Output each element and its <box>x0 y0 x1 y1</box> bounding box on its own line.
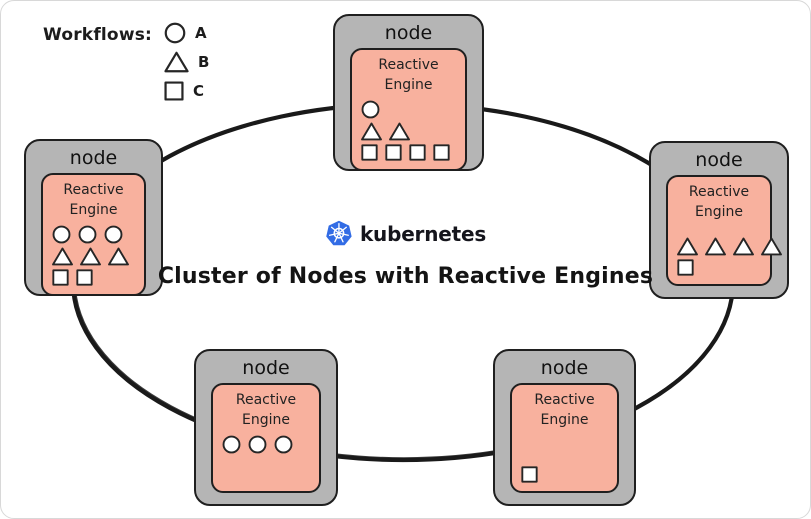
workflow-row <box>361 143 456 161</box>
kubernetes-wordmark: kubernetes <box>359 221 487 246</box>
reactive-engine-label: Reactive Engine <box>378 57 439 94</box>
circle-icon <box>104 225 123 244</box>
legend-item-label: A <box>195 24 207 42</box>
workflow-rows <box>220 431 312 483</box>
square-icon <box>76 268 93 286</box>
node-label: node <box>242 357 290 379</box>
workflow-row <box>222 435 310 454</box>
reactive-engine-label: Reactive Engine <box>235 392 297 429</box>
node-label: node <box>540 357 589 379</box>
square-icon <box>52 268 69 286</box>
triangle-icon <box>677 237 698 256</box>
triangle-icon <box>761 237 782 256</box>
workflow-rows <box>519 431 610 483</box>
circle-icon <box>274 435 293 454</box>
legend-item-b: B <box>164 50 209 74</box>
node-left: node Reactive Engine <box>24 139 163 296</box>
workflow-row <box>677 259 761 276</box>
reactive-engine-label: Reactive Engine <box>534 392 595 429</box>
circle-icon <box>361 100 380 119</box>
workflow-rows <box>359 96 458 161</box>
kubernetes-brand: kubernetes <box>325 220 486 247</box>
reactive-engine: Reactive Engine <box>350 48 467 171</box>
square-icon <box>521 466 538 483</box>
square-icon <box>385 143 402 161</box>
node-label: node <box>384 22 433 44</box>
workflow-row <box>52 268 135 286</box>
circle-icon <box>164 22 186 44</box>
diagram-title: Cluster of Nodes with Reactive Engines <box>157 264 654 289</box>
workflow-rows <box>50 221 137 286</box>
reactive-engine: Reactive Engine <box>211 383 321 493</box>
legend-item-a: A <box>164 21 209 45</box>
node-bottom-left: node Reactive Engine <box>194 349 338 506</box>
workflow-row <box>361 100 456 119</box>
triangle-icon <box>80 247 101 266</box>
reactive-engine-label: Reactive Engine <box>688 184 750 221</box>
reactive-engine: Reactive Engine <box>666 175 782 286</box>
triangle-icon <box>108 247 129 266</box>
triangle-icon <box>389 122 410 141</box>
reactive-engine-label: Reactive Engine <box>63 182 124 219</box>
workflow-row <box>52 247 135 266</box>
triangle-icon <box>705 237 726 256</box>
kubernetes-logo-icon <box>325 220 352 247</box>
square-icon <box>409 143 426 161</box>
legend-item-label: B <box>198 53 210 71</box>
circle-icon <box>78 225 97 244</box>
workflow-row <box>521 466 608 483</box>
square-icon <box>433 143 450 161</box>
workflow-row <box>677 237 782 256</box>
legend-item-c: C <box>164 79 209 103</box>
legend-title: Workflows: <box>43 25 153 45</box>
reactive-engine: Reactive Engine <box>510 383 619 493</box>
triangle-icon <box>164 51 189 73</box>
circle-icon <box>222 435 241 454</box>
node-right: node Reactive Engine <box>649 141 789 299</box>
workflow-row <box>361 122 456 141</box>
workflow-rows <box>675 223 782 276</box>
square-icon <box>677 259 694 276</box>
square-icon <box>361 143 378 161</box>
node-top: node Reactive Engine <box>333 14 484 171</box>
reactive-engine: Reactive Engine <box>41 173 146 296</box>
node-bottom-right: node Reactive Engine <box>493 349 636 506</box>
triangle-icon <box>361 122 382 141</box>
legend-item-label: C <box>193 82 205 100</box>
circle-icon <box>248 435 267 454</box>
square-icon <box>164 81 184 101</box>
triangle-icon <box>52 247 73 266</box>
triangle-icon <box>733 237 754 256</box>
circle-icon <box>52 225 71 244</box>
node-label: node <box>69 147 118 169</box>
workflow-row <box>52 225 135 244</box>
node-label: node <box>695 149 743 171</box>
